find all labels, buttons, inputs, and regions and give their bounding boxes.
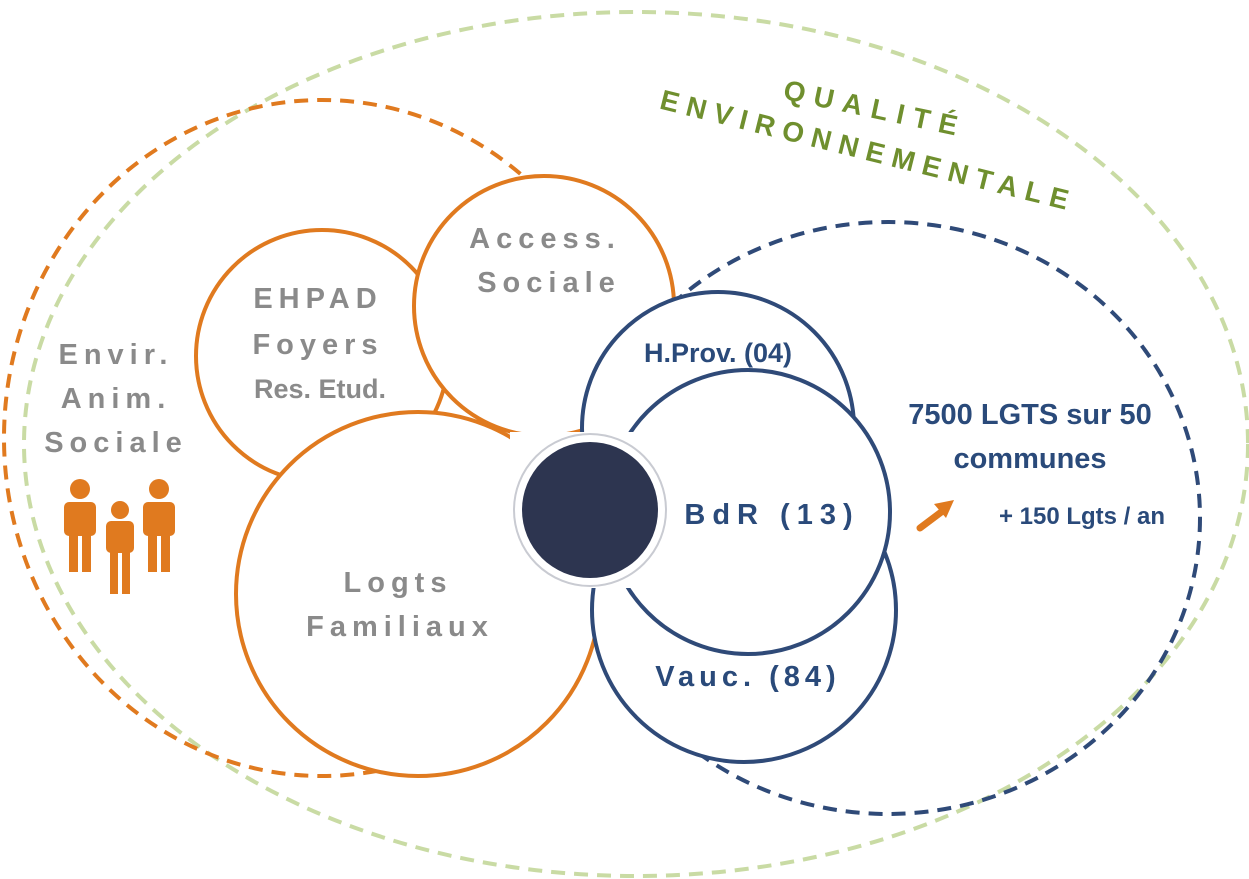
environment-ellipse [22,10,1249,878]
envir-label: Envir. [59,339,174,371]
hprov-label: H.Prov. (04) [644,338,792,368]
center-disc [522,442,658,578]
people-group-icon [64,479,175,594]
access-sociale-label: Sociale [477,267,621,299]
vauc-label: Vauc. (84) [655,661,840,693]
foyers-label: Foyers [252,329,383,361]
access-label: Access. [469,223,621,255]
sociale-label: Sociale [44,427,188,459]
up-right-arrow-icon [916,500,954,532]
anim-label: Anim. [61,383,172,415]
res-etud-label: Res. Etud. [254,374,386,404]
stats-line2: communes [953,443,1106,475]
center-ring [513,433,667,587]
bdr-label: BdR (13) [684,499,859,531]
ehpad-label: EHPAD [253,283,382,315]
logts-label: Logts [344,567,453,599]
familiaux-label: Familiaux [306,611,494,643]
stats-growth: + 150 Lgts / an [999,503,1165,530]
stats-line1: 7500 LGTS sur 50 [908,399,1151,431]
